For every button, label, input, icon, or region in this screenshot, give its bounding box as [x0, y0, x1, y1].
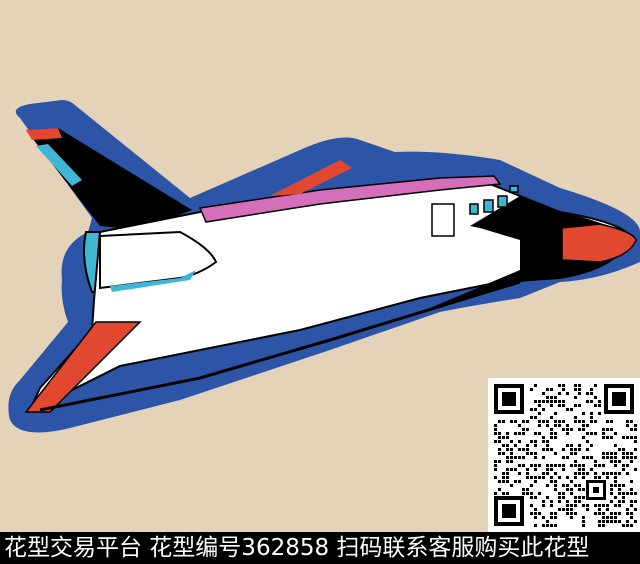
window [469, 203, 479, 215]
nose-red-cap [561, 223, 637, 263]
tail-fin [26, 128, 192, 230]
window [509, 185, 519, 193]
nose-black [430, 196, 630, 308]
window [497, 195, 508, 208]
hatch [431, 203, 455, 237]
tail-red-stripe [26, 128, 62, 140]
booster-cyan-band [110, 270, 196, 292]
tail-cyan-stripe [36, 144, 82, 186]
lower-wing-red [24, 321, 142, 413]
space-shuttle-illustration [8, 100, 640, 433]
watermark-text: 花型交易平台 花型编号362858 扫码联系客服购买此花型 [4, 535, 590, 561]
upper-wing-red [270, 160, 352, 196]
watermark-banner: 花型交易平台 花型编号362858 扫码联系客服购买此花型 [0, 532, 640, 564]
cargo-bay-pink [198, 175, 502, 223]
window [483, 199, 494, 213]
wing-underside-edge [39, 280, 521, 412]
qr-code [488, 378, 640, 532]
